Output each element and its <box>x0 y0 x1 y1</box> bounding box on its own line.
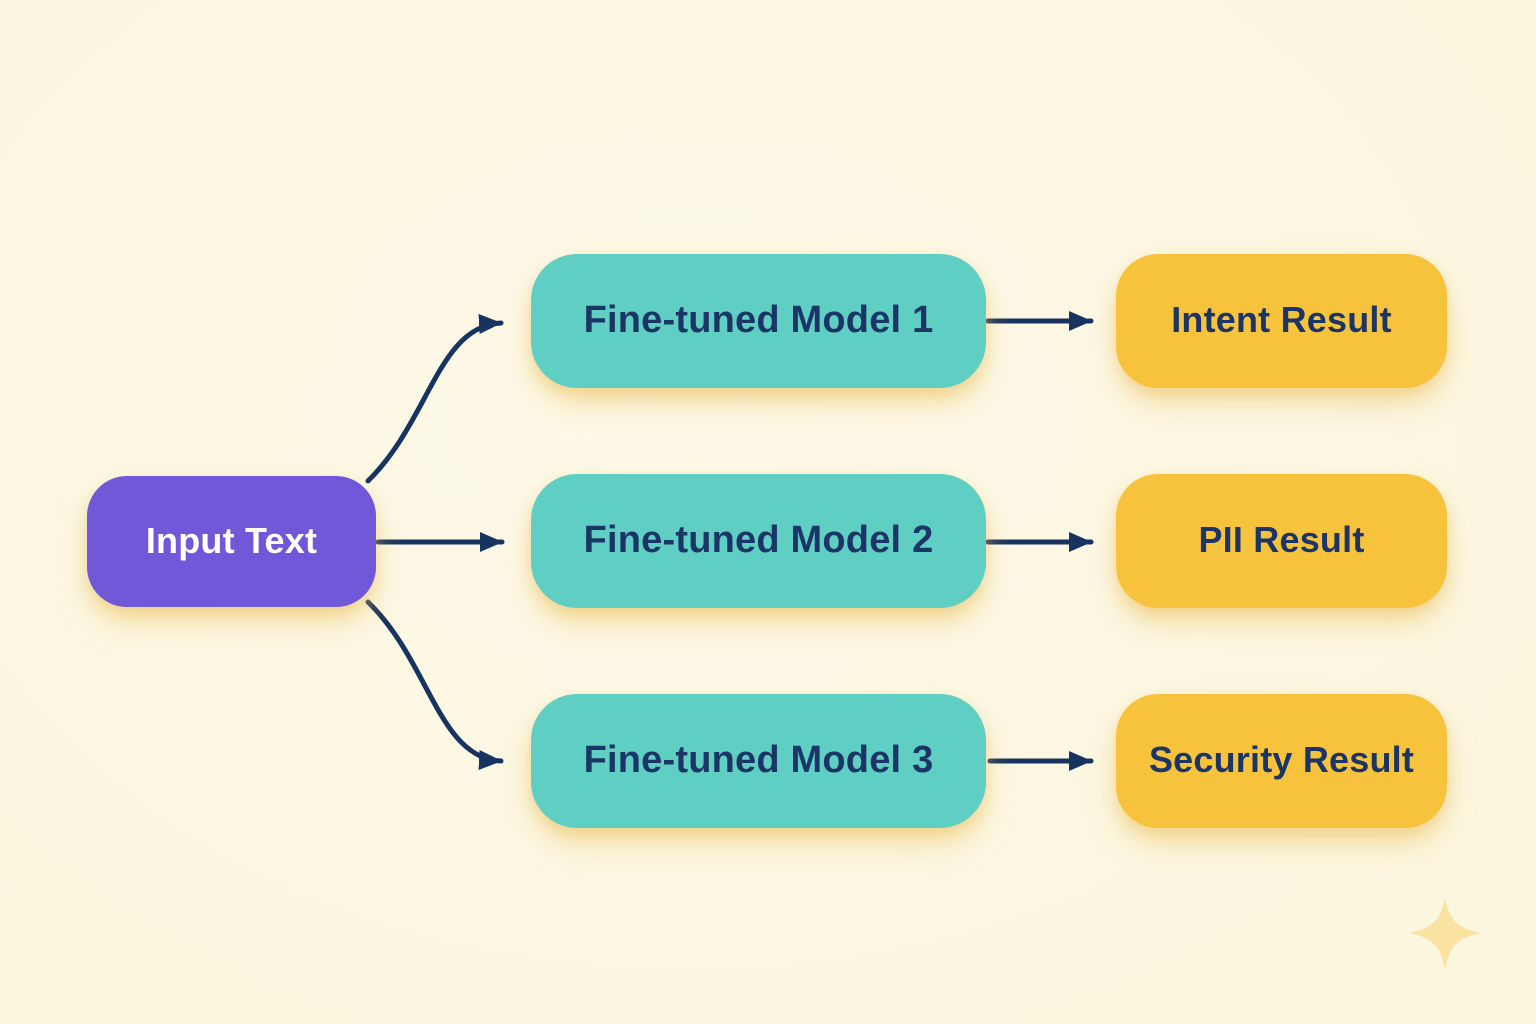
pii-result-label: PII Result <box>1198 519 1365 560</box>
input-text-node: Input Text <box>87 476 376 607</box>
sparkle-icon <box>1409 897 1481 971</box>
security-result-node: Security Result <box>1116 694 1447 828</box>
model-3-node: Fine-tuned Model 3 <box>531 694 986 828</box>
intent-result-label: Intent Result <box>1171 299 1392 340</box>
pii-result-node: PII Result <box>1116 474 1447 608</box>
input-text-label: Input Text <box>145 519 318 561</box>
intent-result-node: Intent Result <box>1116 254 1447 388</box>
model-2-node: Fine-tuned Model 2 <box>531 474 986 608</box>
arrow-input-to-model3 <box>365 599 504 770</box>
arrow-input-to-model1 <box>365 314 504 484</box>
model-3-label: Fine-tuned Model 3 <box>583 738 934 781</box>
security-result-label: Security Result <box>1148 739 1415 780</box>
model-1-node: Fine-tuned Model 1 <box>531 254 986 388</box>
model-1-label: Fine-tuned Model 1 <box>583 298 934 341</box>
model-2-label: Fine-tuned Model 2 <box>583 518 934 561</box>
